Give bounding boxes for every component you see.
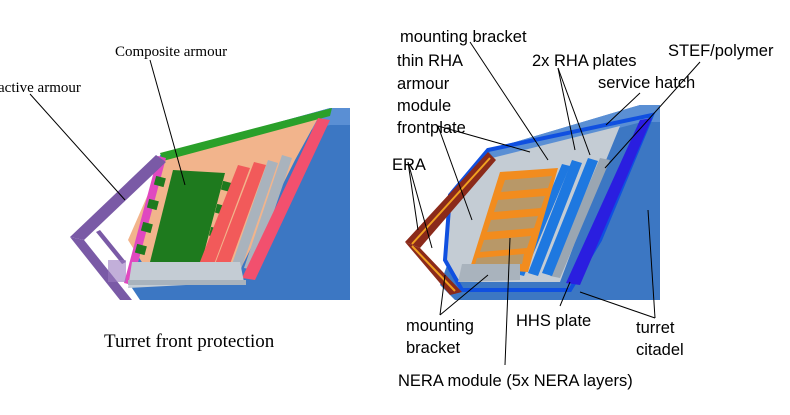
right-nera-module [470, 168, 558, 272]
label-mounting-bracket-bottom-line1: mounting [406, 317, 474, 335]
label-2x-rha-plates: 2x RHA plates [532, 52, 637, 70]
left-base-strip [128, 280, 246, 285]
label-hhs-plate: HHS plate [516, 312, 591, 330]
label-era: ERA [392, 156, 426, 174]
left-active-armour-frame [70, 155, 166, 300]
left-green-module [134, 170, 233, 268]
label-turret-citadel-line2: citadel [636, 341, 684, 359]
right-rha-plate-2 [542, 158, 598, 276]
right-bottom-bracket [458, 264, 520, 282]
label-thin-rha-line3: module [397, 97, 451, 115]
left-gray-plate-2 [244, 155, 292, 270]
label-nera-module: NERA module (5x NERA layers) [398, 372, 633, 390]
left-gray-plate-1 [230, 160, 278, 272]
label-thin-rha-line1: thin RHA [397, 52, 463, 70]
right-stef-plate [550, 158, 610, 278]
label-thin-rha-line2: armour [397, 75, 450, 93]
label-thin-rha-line4: frontplate [397, 119, 466, 137]
leader-composite-armour [149, 59, 186, 186]
caption-turret-front-protection: Turret front protection [104, 331, 275, 352]
right-rha-plate-1 [528, 160, 582, 276]
label-mounting-bracket-top: mounting bracket [400, 28, 527, 46]
left-red-plate-2 [212, 162, 266, 275]
label-stef-polymer: STEF/polymer [668, 42, 774, 60]
label-composite-armour: Composite armour [115, 44, 227, 60]
right-era-block [405, 152, 496, 295]
right-turret-illustration [405, 105, 660, 300]
left-turret-illustration [70, 108, 350, 300]
left-magenta-plate [124, 156, 166, 285]
left-top-green-plate [160, 108, 332, 161]
label-turret-citadel-line1: turret [636, 319, 675, 337]
right-dark-blue-plate [566, 118, 652, 285]
label-active-armour: active armour [0, 80, 81, 96]
leader-active-armour [29, 93, 126, 201]
label-mounting-bracket-bottom-line2: bracket [406, 339, 461, 357]
label-service-hatch: service hatch [598, 74, 695, 92]
left-red-plate-1 [196, 165, 250, 275]
left-pink-plate [242, 118, 330, 280]
right-leader-lines [407, 41, 701, 366]
